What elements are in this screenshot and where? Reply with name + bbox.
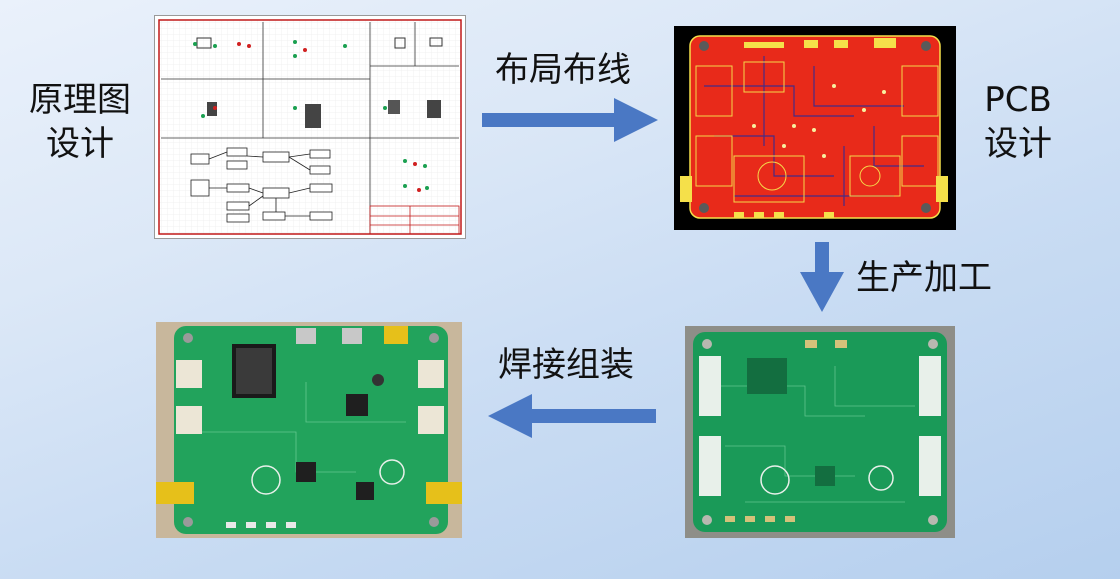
schematic-design-label: 原理图 设计 <box>22 78 138 166</box>
manufactured-pcb-photo <box>685 326 955 538</box>
manufactured-pcb-drawing <box>693 332 947 532</box>
arrow-right-to-pcb <box>482 98 658 142</box>
layout-routing-label: 布局布线 <box>495 50 631 90</box>
schematic-design-label-line1: 原理图 <box>29 80 131 120</box>
assembled-board-photo <box>156 322 462 538</box>
arrow-down-to-manufacturing <box>800 242 844 312</box>
assembly-label: 焊接组装 <box>498 345 634 385</box>
manufacturing-label: 生产加工 <box>856 258 992 298</box>
pcb-layout-drawing <box>680 35 948 219</box>
schematic-design-label-line2: 设计 <box>46 124 114 164</box>
schematic-image <box>155 16 465 238</box>
pcb-design-label: PCB 设计 <box>968 78 1068 166</box>
pcb-layout-image <box>674 26 956 230</box>
arrow-left-to-assembly <box>488 394 656 438</box>
pcb-design-label-line2: 设计 <box>984 124 1052 164</box>
pcb-design-label-line1: PCB <box>984 80 1052 120</box>
assembled-board-drawing <box>156 326 462 534</box>
schematic-drawing <box>158 19 462 235</box>
